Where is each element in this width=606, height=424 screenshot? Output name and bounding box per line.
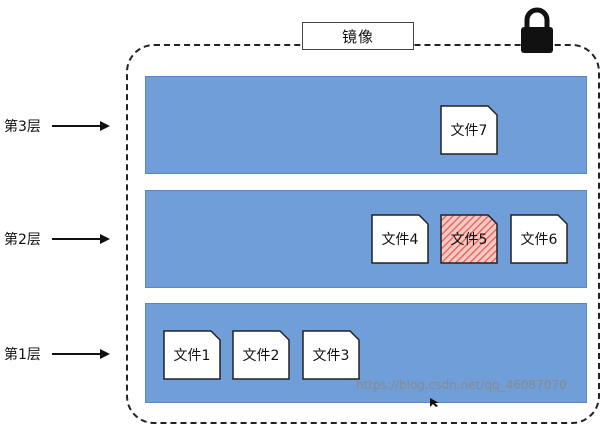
file-label: 文件3 (312, 348, 350, 364)
file-icon (232, 330, 290, 380)
file-label: 文件1 (173, 348, 211, 364)
file-2: 文件2 (232, 330, 290, 380)
layer-3-band (145, 76, 587, 174)
image-title: 镜像 (302, 22, 414, 50)
file-4: 文件4 (371, 214, 429, 264)
file-icon (440, 214, 498, 264)
file-icon (440, 105, 498, 155)
file-7: 文件7 (440, 105, 498, 155)
layer-1-band (145, 303, 587, 403)
mouse-cursor-icon (430, 398, 439, 407)
file-label: 文件7 (450, 123, 488, 139)
layer-1-label: 第1层 (4, 347, 41, 363)
file-3: 文件3 (302, 330, 360, 380)
image-title-text: 镜像 (341, 27, 374, 46)
file-icon (371, 214, 429, 264)
layer-1-arrow (52, 349, 110, 359)
watermark: https://blog.csdn.net/qq_46087070 (356, 378, 567, 392)
file-1: 文件1 (163, 330, 221, 380)
file-icon (302, 330, 360, 380)
file-icon (510, 214, 568, 264)
file-label: 文件6 (520, 232, 558, 248)
file-label: 文件2 (242, 348, 280, 364)
lock-icon (521, 7, 553, 53)
file-icon (163, 330, 221, 380)
file-6: 文件6 (510, 214, 568, 264)
file-label: 文件4 (381, 232, 419, 248)
layer-3-label: 第3层 (4, 119, 41, 135)
file-5-highlighted: 文件5 (440, 214, 498, 264)
layer-3-arrow (52, 121, 110, 131)
layer-2-label: 第2层 (4, 232, 41, 248)
file-label: 文件5 (450, 232, 488, 248)
layer-2-arrow (52, 234, 110, 244)
